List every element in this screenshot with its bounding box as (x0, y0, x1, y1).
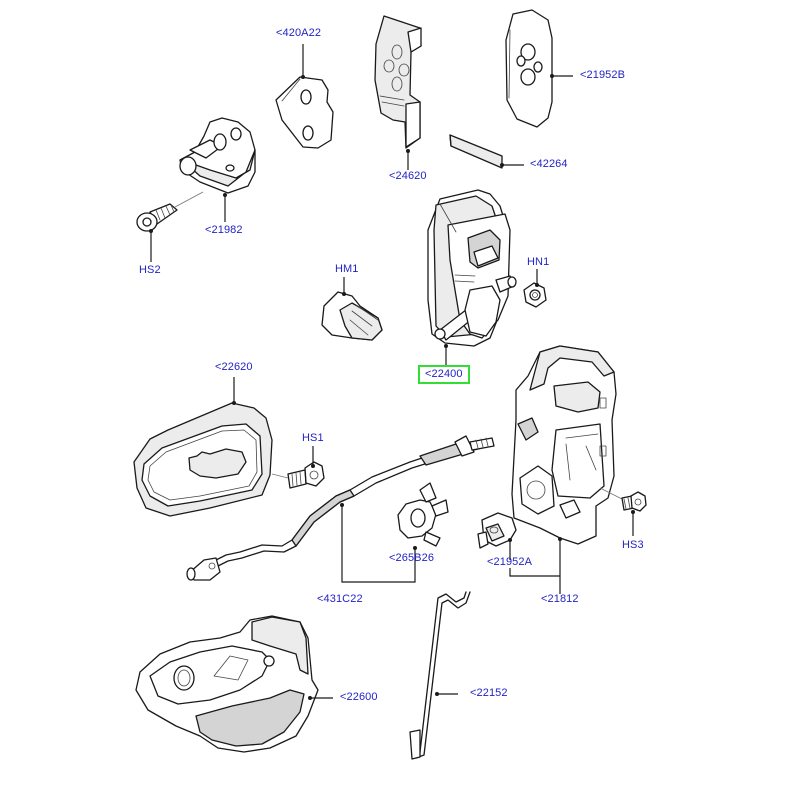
hole-icon (302, 125, 314, 141)
hole-icon (300, 89, 312, 105)
callout-431C22[interactable]: <431C22 (317, 593, 363, 605)
part-22600-interior-handle[interactable] (135, 615, 319, 753)
callout-265B26[interactable]: <265B26 (389, 552, 435, 564)
part-265B26-cable-clip[interactable] (397, 482, 449, 547)
part-42264-foam-strip[interactable] (449, 134, 503, 169)
hole-icon (225, 164, 235, 172)
hole-icon (533, 61, 543, 73)
part-HM1-clip[interactable] (321, 291, 383, 341)
part-HS3-screw[interactable] (621, 491, 647, 512)
part-22620-bezel[interactable] (133, 402, 273, 517)
callout-22400-selected[interactable]: <22400 (418, 365, 470, 384)
callout-21982[interactable]: <21982 (205, 224, 243, 236)
part-21982-door-striker[interactable] (179, 117, 256, 194)
part-22152-lock-rod[interactable] (409, 591, 471, 760)
part-21952A-connector[interactable] (477, 512, 517, 549)
part-21952B-seal-pad[interactable] (505, 9, 553, 128)
callout-HS2[interactable]: HS2 (139, 264, 161, 276)
part-HS1-screw[interactable] (287, 461, 325, 489)
callout-HM1[interactable]: HM1 (335, 263, 359, 275)
callout-22600[interactable]: <22600 (340, 691, 378, 703)
part-420A22-shim-plate[interactable] (275, 76, 334, 149)
part-21812-latch-assembly[interactable] (511, 345, 617, 545)
callout-HS1[interactable]: HS1 (302, 432, 324, 444)
callout-420A22[interactable]: <420A22 (276, 27, 322, 39)
callout-42264[interactable]: <42264 (530, 158, 568, 170)
hole-icon (230, 127, 242, 141)
part-24620-latch-shield[interactable] (374, 15, 422, 149)
part-22400-handle-bracket[interactable] (427, 189, 517, 347)
hole-icon (516, 55, 526, 67)
callout-22620[interactable]: <22620 (215, 361, 253, 373)
callout-22152[interactable]: <22152 (470, 687, 508, 699)
callout-HN1[interactable]: HN1 (527, 256, 550, 268)
callout-24620[interactable]: <24620 (389, 170, 427, 182)
callout-HS3[interactable]: HS3 (622, 539, 644, 551)
callout-21812[interactable]: <21812 (541, 593, 579, 605)
callout-21952A[interactable]: <21952A (487, 556, 533, 568)
part-HS2-screw[interactable] (136, 203, 178, 232)
part-431C22-release-cable[interactable] (186, 435, 495, 581)
callout-21952B[interactable]: <21952B (580, 69, 626, 81)
part-HN1-nut[interactable] (523, 282, 547, 308)
hole-icon (520, 43, 536, 61)
hole-icon (520, 68, 536, 86)
